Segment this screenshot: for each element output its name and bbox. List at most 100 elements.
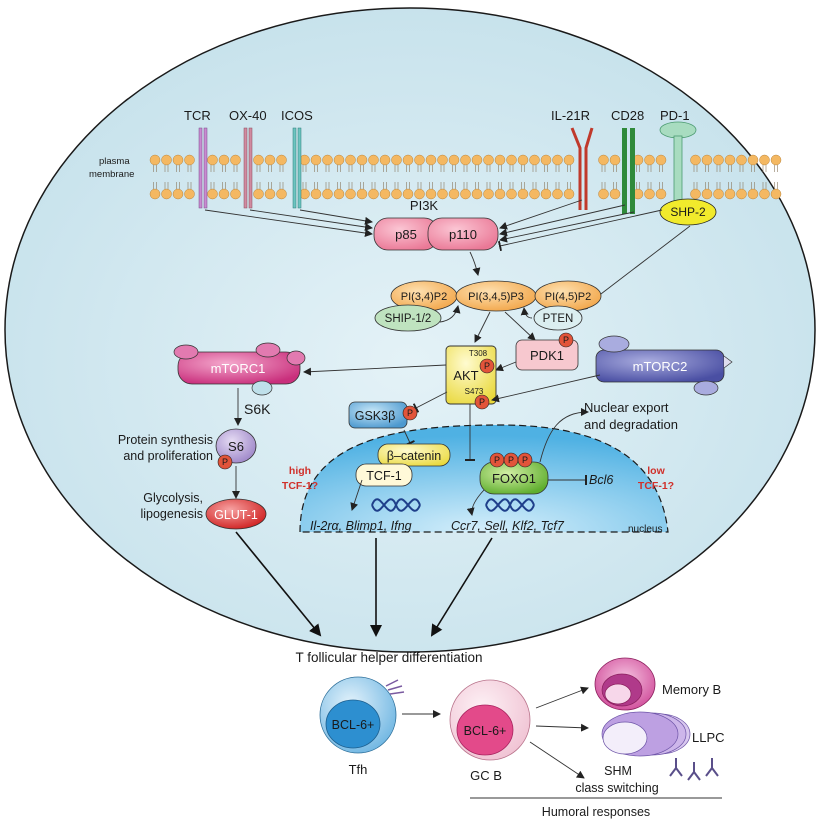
- lipid-tail: [210, 182, 215, 189]
- lipid-tail: [314, 182, 318, 189]
- lipid-tail: [176, 165, 180, 172]
- svg-text:P: P: [484, 361, 490, 371]
- p85-label: p85: [395, 227, 417, 242]
- high-tcf1-line1: high: [289, 465, 311, 477]
- lipid-tail: [348, 182, 353, 189]
- lipid-tail: [187, 182, 192, 189]
- lipid-head: [483, 188, 494, 200]
- lipid-head: [471, 188, 483, 200]
- svg-text:P: P: [522, 455, 528, 465]
- gcb-cell: [449, 679, 531, 761]
- lipid-head: [414, 188, 425, 200]
- lipid-tail: [164, 165, 169, 172]
- lipid-head: [391, 154, 402, 166]
- lipid-head: [506, 188, 517, 200]
- membrane-label-1: plasma: [99, 156, 130, 167]
- ship-node: [374, 304, 442, 332]
- s473-label: S473: [465, 387, 484, 396]
- pd1-label: PD-1: [660, 108, 690, 123]
- lipid-tail: [256, 182, 261, 189]
- lipid-head: [494, 188, 506, 200]
- lipid-head: [230, 188, 241, 200]
- pten-label: PTEN: [543, 313, 574, 325]
- lipid-head: [184, 154, 195, 166]
- lipid-head: [437, 188, 448, 200]
- lipid-head: [506, 154, 517, 166]
- lipid-tail: [705, 165, 709, 172]
- lipid-head: [161, 154, 172, 166]
- lipid-tail: [256, 165, 261, 172]
- svg-text:P: P: [563, 335, 569, 345]
- glut1-node: [205, 498, 267, 530]
- lipid-head: [402, 154, 414, 166]
- lipid-tail: [302, 165, 307, 172]
- pi45p2-label: PI(4,5)P2: [545, 291, 591, 303]
- lipid-head: [759, 188, 770, 200]
- lipid-tail: [429, 182, 433, 189]
- mtorc1-node: [173, 342, 306, 396]
- lipid-head: [770, 154, 782, 166]
- lipid-head: [598, 188, 609, 200]
- lipid-tail: [659, 165, 663, 172]
- lipid-tail: [532, 165, 537, 172]
- lipid-head: [276, 188, 287, 200]
- lipid-tail: [532, 182, 537, 189]
- lipid-head: [701, 154, 713, 166]
- high-tcf1-line2: TCF-1?: [282, 480, 318, 492]
- lipid-head: [529, 188, 540, 200]
- bcatenin-label: β–catenin: [387, 449, 441, 463]
- s6-phospho: [217, 454, 233, 470]
- lipid-head: [368, 188, 379, 200]
- lipid-head: [356, 154, 368, 166]
- shp2-node: [659, 198, 717, 226]
- il21r-label: IL-21R: [551, 108, 590, 123]
- lipid-tail: [406, 182, 410, 189]
- lipid-tail: [348, 165, 353, 172]
- class-switching-label: class switching: [575, 781, 658, 795]
- lipid-head: [218, 188, 230, 200]
- lipid-tail: [394, 165, 399, 172]
- lipid-tail: [406, 165, 410, 172]
- protein-synthesis-line1: Protein synthesis: [118, 433, 213, 447]
- lipid-head: [379, 188, 391, 200]
- membrane-label-2: membrane: [89, 169, 134, 180]
- lipid-tail: [394, 182, 399, 189]
- lipid-head: [736, 188, 747, 200]
- pi345p3-label: PI(3,4,5)P3: [468, 291, 524, 303]
- lipid-tail: [544, 165, 548, 172]
- humoral-label: Humoral responses: [542, 805, 650, 819]
- lipid-head: [759, 154, 770, 166]
- lipid-tail: [371, 182, 376, 189]
- lipid-tail: [613, 182, 617, 189]
- lipid-tail: [567, 182, 571, 189]
- tfh-differentiation-title: T follicular helper differentiation: [295, 650, 482, 665]
- llpc-label: LLPC: [692, 730, 725, 745]
- foxo1-label: FOXO1: [492, 471, 536, 486]
- lipid-head: [253, 188, 264, 200]
- gsk3b-label: GSK3β: [355, 409, 396, 423]
- lipid-head: [333, 188, 345, 200]
- lipid-tail: [613, 165, 617, 172]
- pten-node: [533, 305, 583, 331]
- lipid-head: [747, 154, 759, 166]
- lipid-head: [644, 188, 655, 200]
- lipid-tail: [647, 165, 652, 172]
- lipid-tail: [279, 165, 284, 172]
- memory-b-cell: [594, 657, 656, 711]
- lipid-head: [552, 188, 563, 200]
- lipid-head: [276, 154, 287, 166]
- lipid-head: [425, 188, 437, 200]
- low-tcf1-line2: TCF-1?: [638, 480, 674, 492]
- lipid-tail: [762, 165, 767, 172]
- glut1-label: GLUT-1: [214, 508, 258, 522]
- lipid-tail: [268, 182, 272, 189]
- lipid-tail: [751, 182, 755, 189]
- low-tcf1-line1: low: [647, 465, 665, 477]
- lipid-tail: [774, 182, 778, 189]
- t308-label: T308: [469, 349, 488, 358]
- lipid-tail: [647, 182, 652, 189]
- lipid-tail: [486, 165, 491, 172]
- lipid-head: [655, 188, 667, 200]
- pdk1-label: PDK1: [530, 348, 564, 363]
